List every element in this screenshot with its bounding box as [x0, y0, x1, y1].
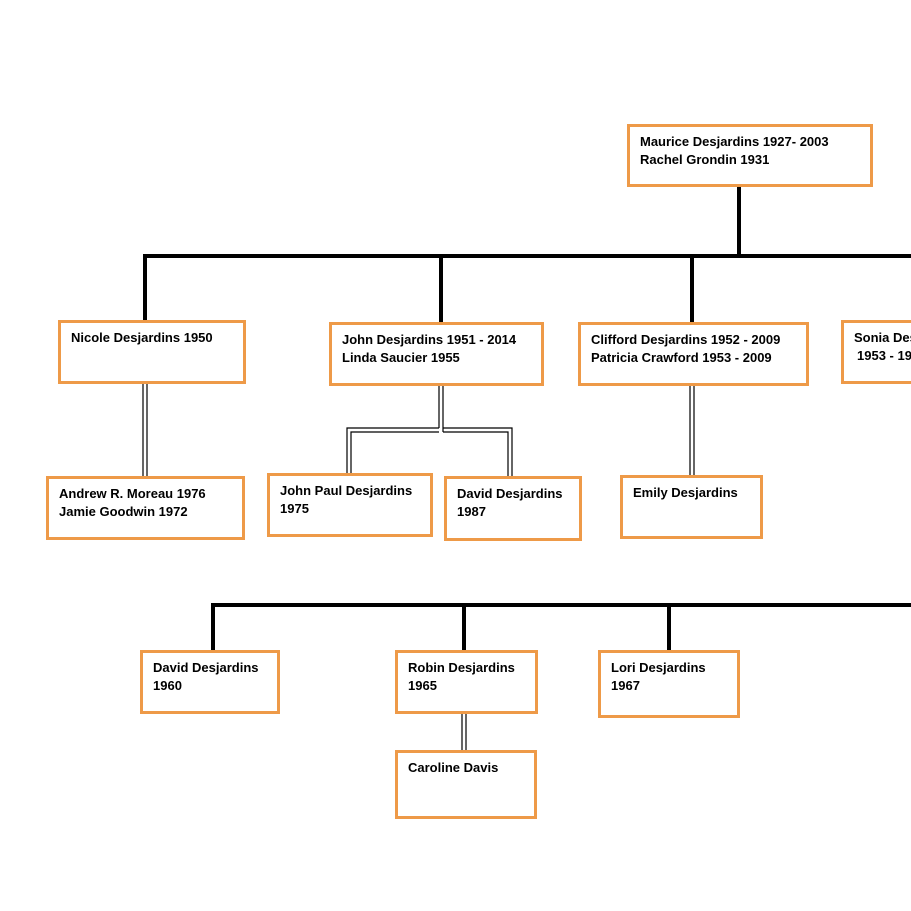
person-line-1: John Desjardins 1951 - 2014	[342, 332, 517, 347]
double-line-nicole	[142, 384, 148, 477]
person-line-1: Maurice Desjardins 1927- 2003	[640, 134, 829, 149]
person-line-2: 1965	[408, 678, 437, 693]
person-line-1: Robin Desjardins	[408, 660, 515, 675]
double-line-clifford	[689, 385, 695, 476]
person-box-john-linda: John Desjardins 1951 - 2014 Linda Saucie…	[329, 322, 544, 386]
person-box-maurice-rachel: Maurice Desjardins 1927- 2003 Rachel Gro…	[627, 124, 873, 187]
person-line-1: Nicole Desjardins 1950	[71, 330, 213, 345]
person-box-andrew-jamie: Andrew R. Moreau 1976 Jamie Goodwin 1972	[46, 476, 245, 540]
person-box-sonia: Sonia Des 1953 - 19	[841, 320, 911, 384]
person-line-1: John Paul Desjardins	[280, 483, 413, 498]
person-box-caroline: Caroline Davis	[395, 750, 537, 819]
person-box-clifford-patricia: Clifford Desjardins 1952 - 2009 Patricia…	[578, 322, 809, 386]
person-line-2: Jamie Goodwin 1972	[59, 504, 188, 519]
person-box-robin: Robin Desjardins 1965	[395, 650, 538, 714]
person-box-david-1987: David Desjardins 1987	[444, 476, 582, 541]
person-line-1: Andrew R. Moreau 1976	[59, 486, 206, 501]
person-line-2: Rachel Grondin 1931	[640, 152, 770, 167]
person-line-1: Caroline Davis	[408, 760, 499, 775]
double-line-john-branch	[346, 386, 513, 478]
person-line-1: Clifford Desjardins 1952 - 2009	[591, 332, 781, 347]
person-box-david-1960: David Desjardins 1960	[140, 650, 280, 714]
person-box-john-paul: John Paul Desjardins 1975	[267, 473, 433, 537]
person-line-2: 1953 - 19	[857, 348, 911, 363]
person-line-2: Patricia Crawford 1953 - 2009	[591, 350, 772, 365]
person-line-1: Lori Desjardins	[611, 660, 706, 675]
double-line-robin	[461, 713, 467, 751]
person-line-1: Sonia Des	[854, 330, 911, 345]
person-line-1: David Desjardins	[457, 486, 563, 501]
person-box-nicole: Nicole Desjardins 1950	[58, 320, 246, 384]
person-line-2: 1987	[457, 504, 486, 519]
person-line-1: David Desjardins	[153, 660, 259, 675]
person-line-2: 1960	[153, 678, 182, 693]
person-box-emily: Emily Desjardins	[620, 475, 763, 539]
person-box-lori: Lori Desjardins 1967	[598, 650, 740, 718]
person-line-2: 1967	[611, 678, 640, 693]
person-line-2: Linda Saucier 1955	[342, 350, 460, 365]
person-line-1: Emily Desjardins	[633, 485, 738, 500]
person-line-2: 1975	[280, 501, 309, 516]
